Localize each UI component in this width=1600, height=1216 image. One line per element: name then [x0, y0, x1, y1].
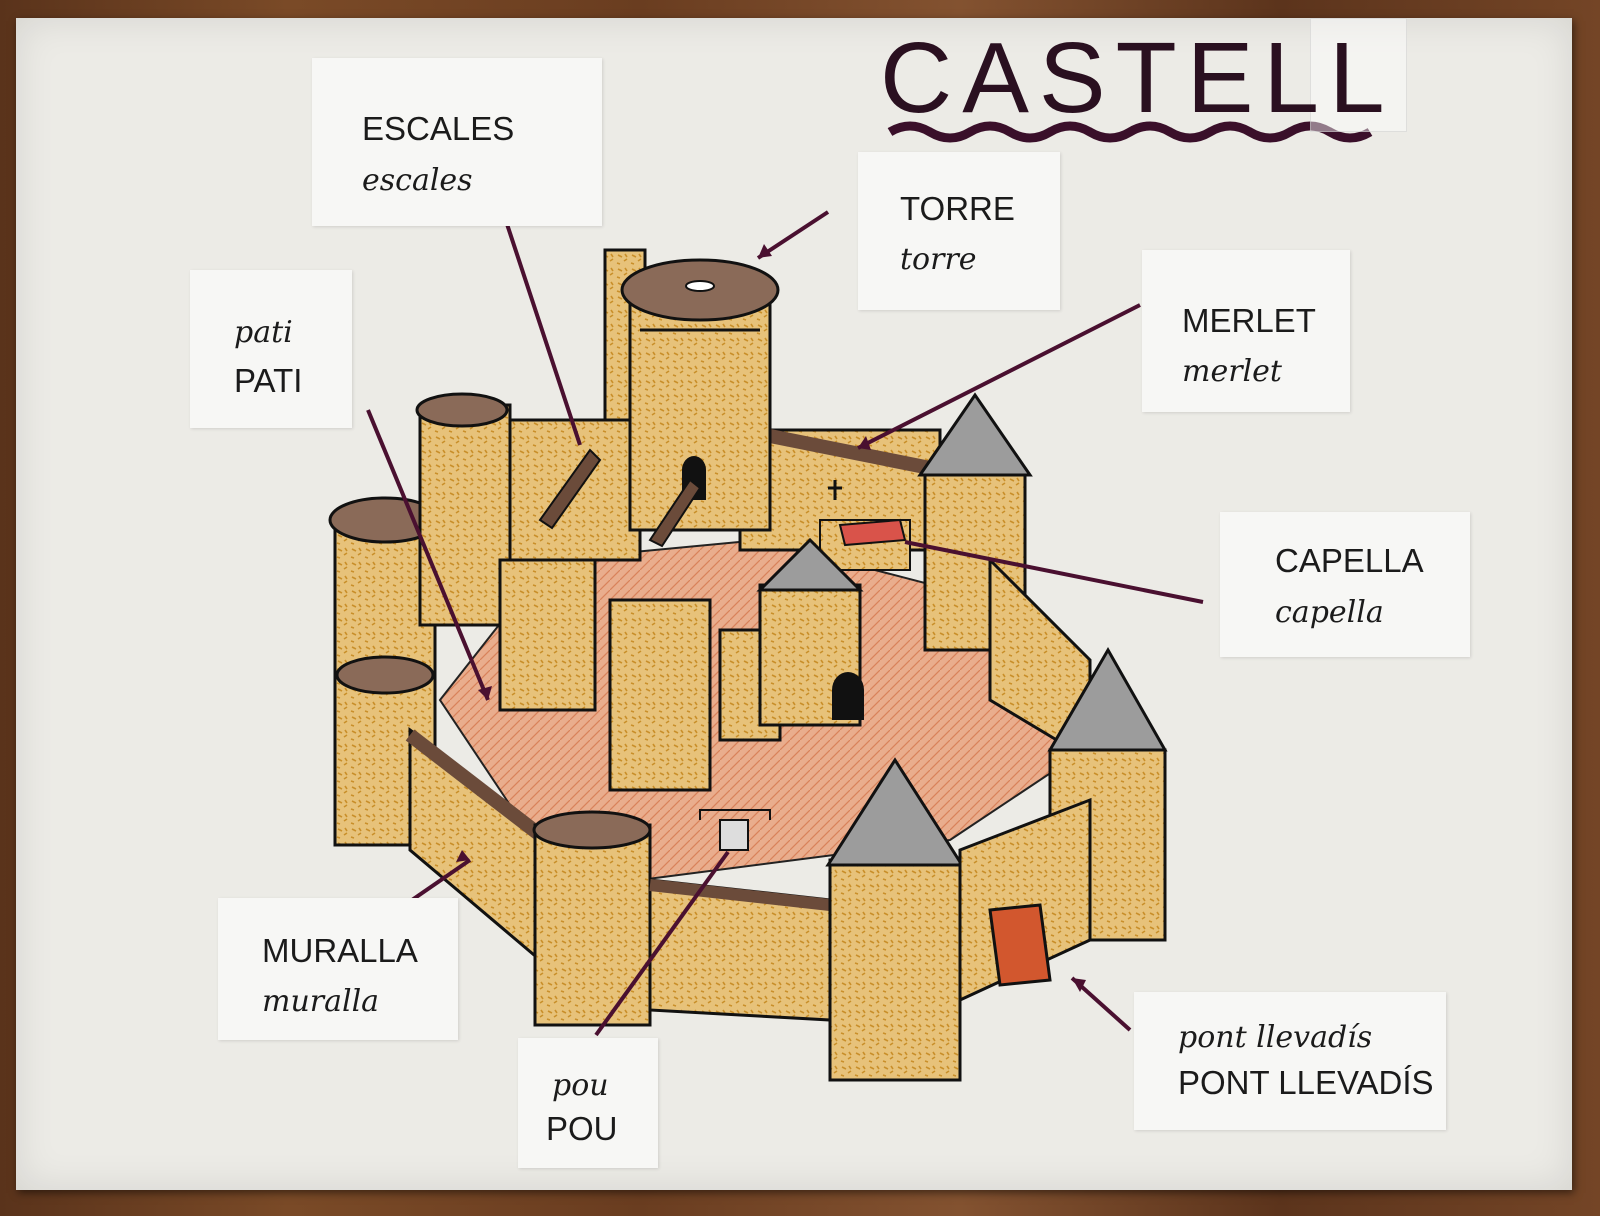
label-upper: MURALLA: [262, 932, 418, 969]
label-upper: CAPELLA: [1275, 542, 1424, 579]
label-card-muralla: MURALLA muralla: [218, 898, 458, 1040]
label-upper: PATI: [234, 362, 303, 399]
label-lower: merlet: [1182, 354, 1282, 389]
label-lower: torre: [900, 242, 977, 277]
label-upper: POU: [546, 1110, 618, 1147]
label-lower: pati: [234, 315, 293, 350]
label-upper: MERLET: [1182, 302, 1316, 339]
label-lower: pou: [552, 1068, 609, 1103]
tape-strip: [1310, 18, 1407, 132]
label-card-pou: pou POU: [518, 1038, 658, 1168]
label-lower: capella: [1275, 595, 1384, 630]
poster-title: CASTELL: [880, 22, 1395, 134]
label-card-capella: CAPELLA capella: [1220, 512, 1470, 657]
label-lower: escales: [362, 163, 473, 198]
label-lower: pont llevadís: [1178, 1020, 1373, 1055]
label-card-pati: pati PATI: [190, 270, 352, 428]
label-upper: ESCALES: [362, 110, 515, 147]
label-lower: muralla: [262, 984, 380, 1019]
label-upper: PONT LLEVADÍS: [1178, 1064, 1434, 1101]
label-card-merlet: MERLET merlet: [1142, 250, 1350, 412]
label-card-torre: TORRE torre: [858, 152, 1060, 310]
label-card-pont-llevadis: pont llevadís PONT LLEVADÍS: [1134, 992, 1446, 1130]
label-upper: TORRE: [900, 190, 1015, 227]
label-card-escales: ESCALES escales: [312, 58, 602, 226]
